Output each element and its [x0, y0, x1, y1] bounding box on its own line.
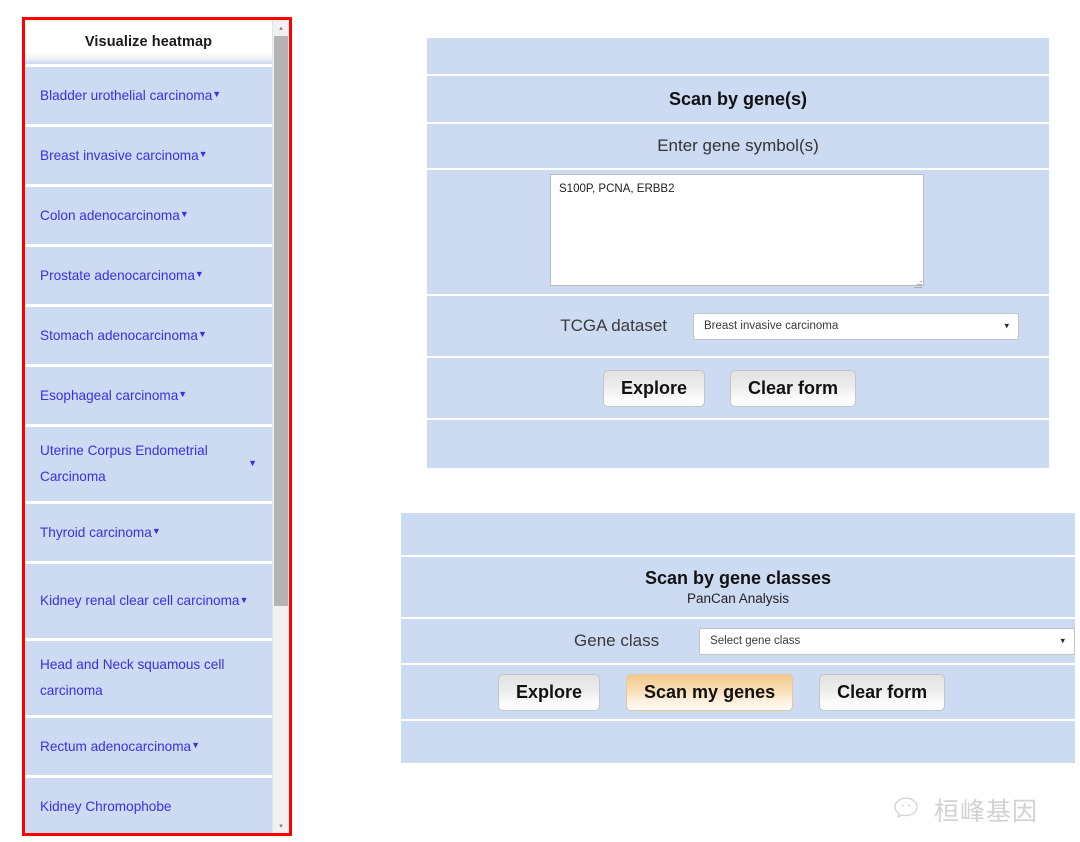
scan-by-genes-panel: Scan by gene(s) Enter gene symbol(s) TCG… — [427, 38, 1049, 468]
gene-clear-form-button[interactable]: Clear form — [730, 369, 857, 407]
chevron-down-icon[interactable]: ▼ — [151, 526, 161, 536]
sidebar-item-11[interactable]: Kidney Chromophobe — [25, 778, 272, 833]
tcga-dataset-label: TCGA dataset — [560, 316, 667, 335]
sidebar-item-label: Stomach adenocarcinoma — [40, 327, 198, 343]
class-panel-title: Scan by gene classes — [644, 568, 832, 588]
sidebar-item-3[interactable]: Prostate adenocarcinoma ▼ — [25, 247, 272, 304]
sidebar-item-label: Esophageal carcinoma — [40, 387, 179, 403]
scan-my-genes-button[interactable]: Scan my genes — [626, 673, 794, 711]
gene-class-selected-value: Select gene class — [710, 635, 801, 647]
gene-panel-title-row: Scan by gene(s) — [427, 76, 1049, 124]
sidebar-scrollbar[interactable]: ▴ ▾ — [272, 20, 289, 833]
sidebar-item-label: Prostate adenocarcinoma — [40, 267, 195, 283]
class-panel-buttons-row: Explore Scan my genes Clear form — [401, 665, 1075, 721]
sidebar-item-1[interactable]: Breast invasive carcinoma ▼ — [25, 127, 272, 184]
tcga-dataset-selected-value: Breast invasive carcinoma — [704, 320, 839, 332]
class-panel-spacer-row-top — [401, 513, 1075, 557]
gene-panel-subtitle-row: Enter gene symbol(s) — [427, 124, 1049, 170]
watermark: 桓峰基因 — [893, 792, 1038, 828]
gene-panel-title: Scan by gene(s) — [668, 88, 808, 109]
gene-class-row: Gene class Select gene class ▾ — [401, 619, 1075, 665]
tcga-dataset-select[interactable]: Breast invasive carcinoma ▾ — [693, 312, 1019, 340]
sidebar-item-label: Thyroid carcinoma — [40, 524, 152, 540]
sidebar-item-9[interactable]: Head and Neck squamous cell carcinoma — [25, 641, 272, 715]
scan-by-gene-classes-panel: Scan by gene classes PanCan Analysis Gen… — [401, 513, 1075, 763]
chevron-down-icon[interactable]: ▼ — [197, 329, 207, 339]
chevron-down-icon[interactable]: ▼ — [198, 149, 208, 159]
class-explore-button[interactable]: Explore — [498, 673, 601, 711]
sidebar-list: Visualize heatmap Bladder urothelial car… — [25, 20, 272, 833]
sidebar-item-label: Uterine Corpus Endometrial Carcinoma — [40, 443, 208, 484]
sidebar-item-label: Kidney Chromophobe — [40, 798, 172, 814]
sidebar-item-10[interactable]: Rectum adenocarcinoma ▼ — [25, 718, 272, 775]
class-clear-form-button[interactable]: Clear form — [819, 673, 946, 711]
class-panel-spacer-row-bottom — [401, 721, 1075, 763]
sidebar-item-label: Bladder urothelial carcinoma — [40, 87, 213, 103]
chevron-down-icon[interactable]: ▼ — [212, 89, 222, 99]
sidebar-item-4[interactable]: Stomach adenocarcinoma ▼ — [25, 307, 272, 364]
chevron-down-icon[interactable]: ▼ — [194, 269, 204, 279]
sidebar-item-5[interactable]: Esophageal carcinoma ▼ — [25, 367, 272, 424]
chevron-down-icon[interactable]: ▼ — [178, 389, 188, 399]
gene-explore-button[interactable]: Explore — [603, 369, 706, 407]
gene-textarea-row — [427, 170, 1049, 296]
gene-panel-spacer-row-top — [427, 38, 1049, 76]
sidebar-item-label: Breast invasive carcinoma — [40, 147, 199, 163]
sidebar-item-label: Head and Neck squamous cell carcinoma — [40, 657, 225, 698]
sidebar-item-label: Rectum adenocarcinoma — [40, 738, 192, 754]
class-panel-title-row: Scan by gene classes PanCan Analysis — [401, 557, 1075, 619]
chevron-down-icon[interactable]: ▼ — [179, 209, 189, 219]
scroll-down-arrow-icon[interactable]: ▾ — [273, 818, 289, 833]
gene-symbols-input[interactable] — [550, 173, 924, 286]
scroll-up-arrow-icon[interactable]: ▴ — [273, 20, 289, 35]
chevron-down-icon: ▾ — [1004, 320, 1009, 331]
sidebar-item-0[interactable]: Bladder urothelial carcinoma▼ — [25, 67, 272, 124]
sidebar-item-label: Kidney renal clear cell carcinoma — [40, 593, 240, 608]
sidebar-item-label: Colon adenocarcinoma — [40, 207, 180, 223]
gene-class-select[interactable]: Select gene class ▾ — [699, 627, 1075, 655]
sidebar-header-title: Visualize heatmap — [25, 20, 272, 64]
wechat-bubble-icon — [893, 795, 927, 826]
gene-panel-buttons-row: Explore Clear form — [427, 358, 1049, 420]
chevron-down-icon: ▾ — [1060, 635, 1065, 646]
sidebar-highlight-box: Visualize heatmap Bladder urothelial car… — [22, 17, 292, 836]
chevron-down-icon[interactable]: ▼ — [248, 457, 257, 468]
chevron-down-icon[interactable]: ▼ — [239, 594, 249, 605]
tcga-dataset-row: TCGA dataset Breast invasive carcinoma ▾ — [427, 296, 1049, 358]
sidebar-item-8[interactable]: Kidney renal clear cell carcinoma ▼ — [25, 564, 272, 638]
sidebar-scroll-area[interactable]: Visualize heatmap Bladder urothelial car… — [25, 20, 289, 833]
sidebar-item-7[interactable]: Thyroid carcinoma ▼ — [25, 504, 272, 561]
watermark-text: 桓峰基因 — [934, 797, 1039, 826]
gene-panel-subtitle: Enter gene symbol(s) — [657, 136, 819, 155]
chevron-down-icon[interactable]: ▼ — [191, 740, 201, 750]
sidebar-item-2[interactable]: Colon adenocarcinoma ▼ — [25, 187, 272, 244]
gene-class-label: Gene class — [574, 631, 660, 650]
sidebar-scrollbar-thumb[interactable] — [274, 36, 288, 606]
gene-panel-spacer-row-bottom — [427, 420, 1049, 466]
sidebar-item-6[interactable]: Uterine Corpus Endometrial Carcinoma ▼ — [25, 427, 272, 501]
class-panel-subtitle: PanCan Analysis — [686, 591, 790, 606]
gene-textarea-wrapper — [550, 173, 924, 291]
